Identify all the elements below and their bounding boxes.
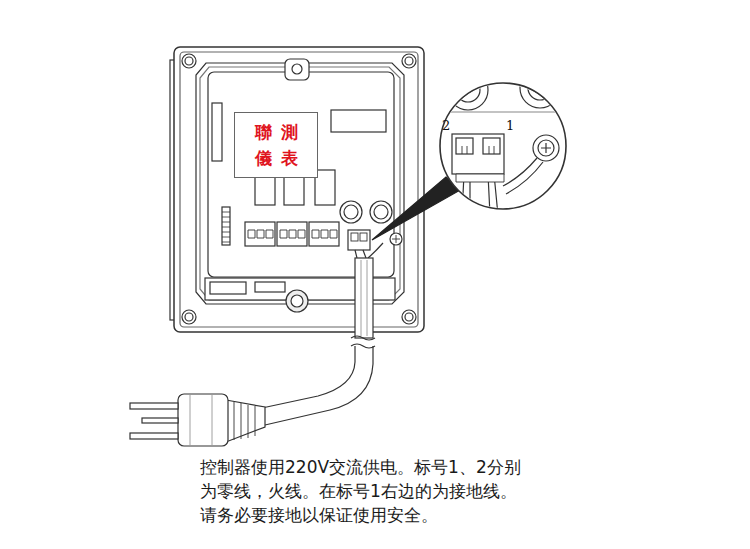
plug-strain-relief: [226, 400, 265, 442]
power-connector: [348, 230, 370, 250]
zoom-circle: [440, 83, 566, 209]
plug-body: [178, 394, 228, 446]
callout-number: 2: [442, 119, 450, 133]
zoom-connector: [452, 134, 504, 174]
cable: [355, 258, 373, 338]
circuit-board: [208, 72, 394, 277]
watermark-text: 聯測 儀表: [254, 119, 308, 171]
watermark-box: 聯測 儀表: [234, 112, 318, 178]
zoom-leader: [372, 177, 462, 240]
housing-rim: [180, 52, 418, 327]
caption-note: 控制器使用220V交流供电。标号1、2分别 为零线，火线。在标号1右边的为接地线…: [200, 455, 560, 527]
callout-number: 1: [506, 119, 514, 133]
housing: [174, 47, 424, 332]
plug-prong: [130, 403, 178, 409]
